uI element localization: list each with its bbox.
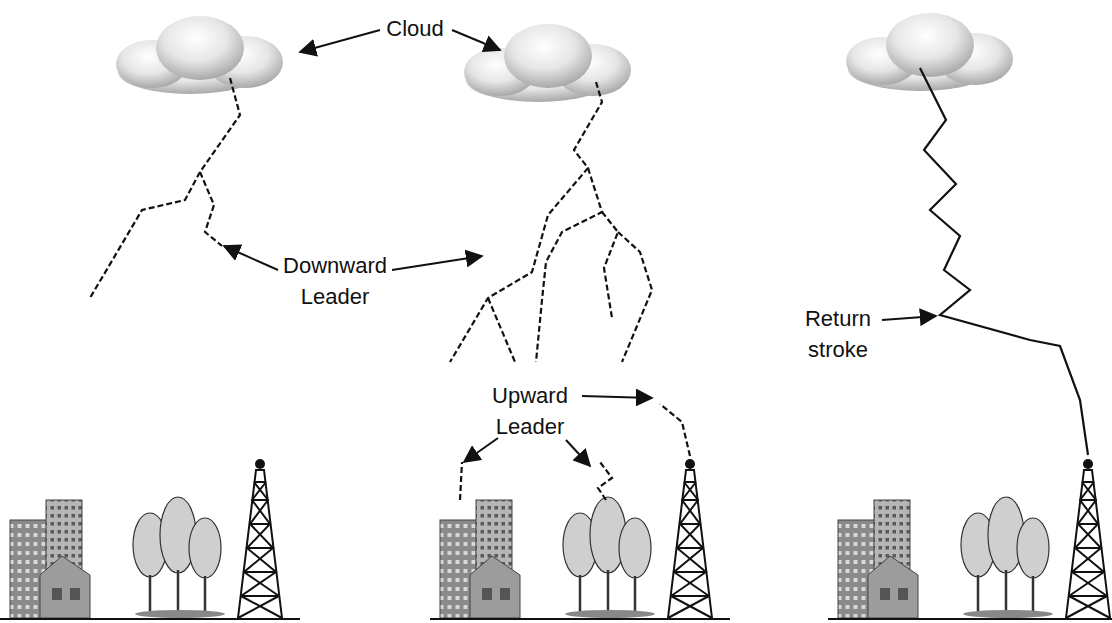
- cloud-label: Cloud: [386, 13, 443, 44]
- ground-scene: [430, 459, 730, 619]
- upward-leader: [460, 462, 462, 500]
- leader-arrow: [392, 256, 482, 270]
- upward-leader-label: Upward Leader: [484, 380, 576, 442]
- downward-leader: [90, 78, 652, 362]
- downward-leader: [450, 82, 602, 362]
- upward-leader: [460, 404, 690, 500]
- cloud: [464, 24, 631, 102]
- downward-leader: [618, 232, 652, 362]
- return-stroke: [920, 68, 1088, 455]
- leader-arrow: [452, 30, 500, 50]
- upward-leader: [660, 404, 690, 456]
- leader-arrow: [300, 30, 380, 52]
- leader-arrow: [464, 438, 498, 462]
- upward-leader: [598, 462, 612, 500]
- return-stroke-label: Return stroke: [797, 303, 879, 365]
- leader-arrow: [224, 30, 936, 466]
- downward-leader-label: Downward Leader: [279, 250, 391, 312]
- ground-scene: [828, 459, 1112, 619]
- downward-leader: [488, 298, 515, 362]
- downward-leader: [536, 168, 602, 362]
- downward-leader: [200, 172, 222, 246]
- leader-arrow: [566, 440, 590, 466]
- leader-arrow: [224, 246, 278, 270]
- ground-scene: [0, 459, 300, 619]
- cloud: [846, 13, 1013, 91]
- downward-leader: [602, 212, 618, 318]
- downward-leader: [90, 78, 240, 298]
- leader-arrow: [582, 396, 652, 398]
- leader-arrow: [882, 316, 936, 320]
- cloud: [116, 16, 283, 94]
